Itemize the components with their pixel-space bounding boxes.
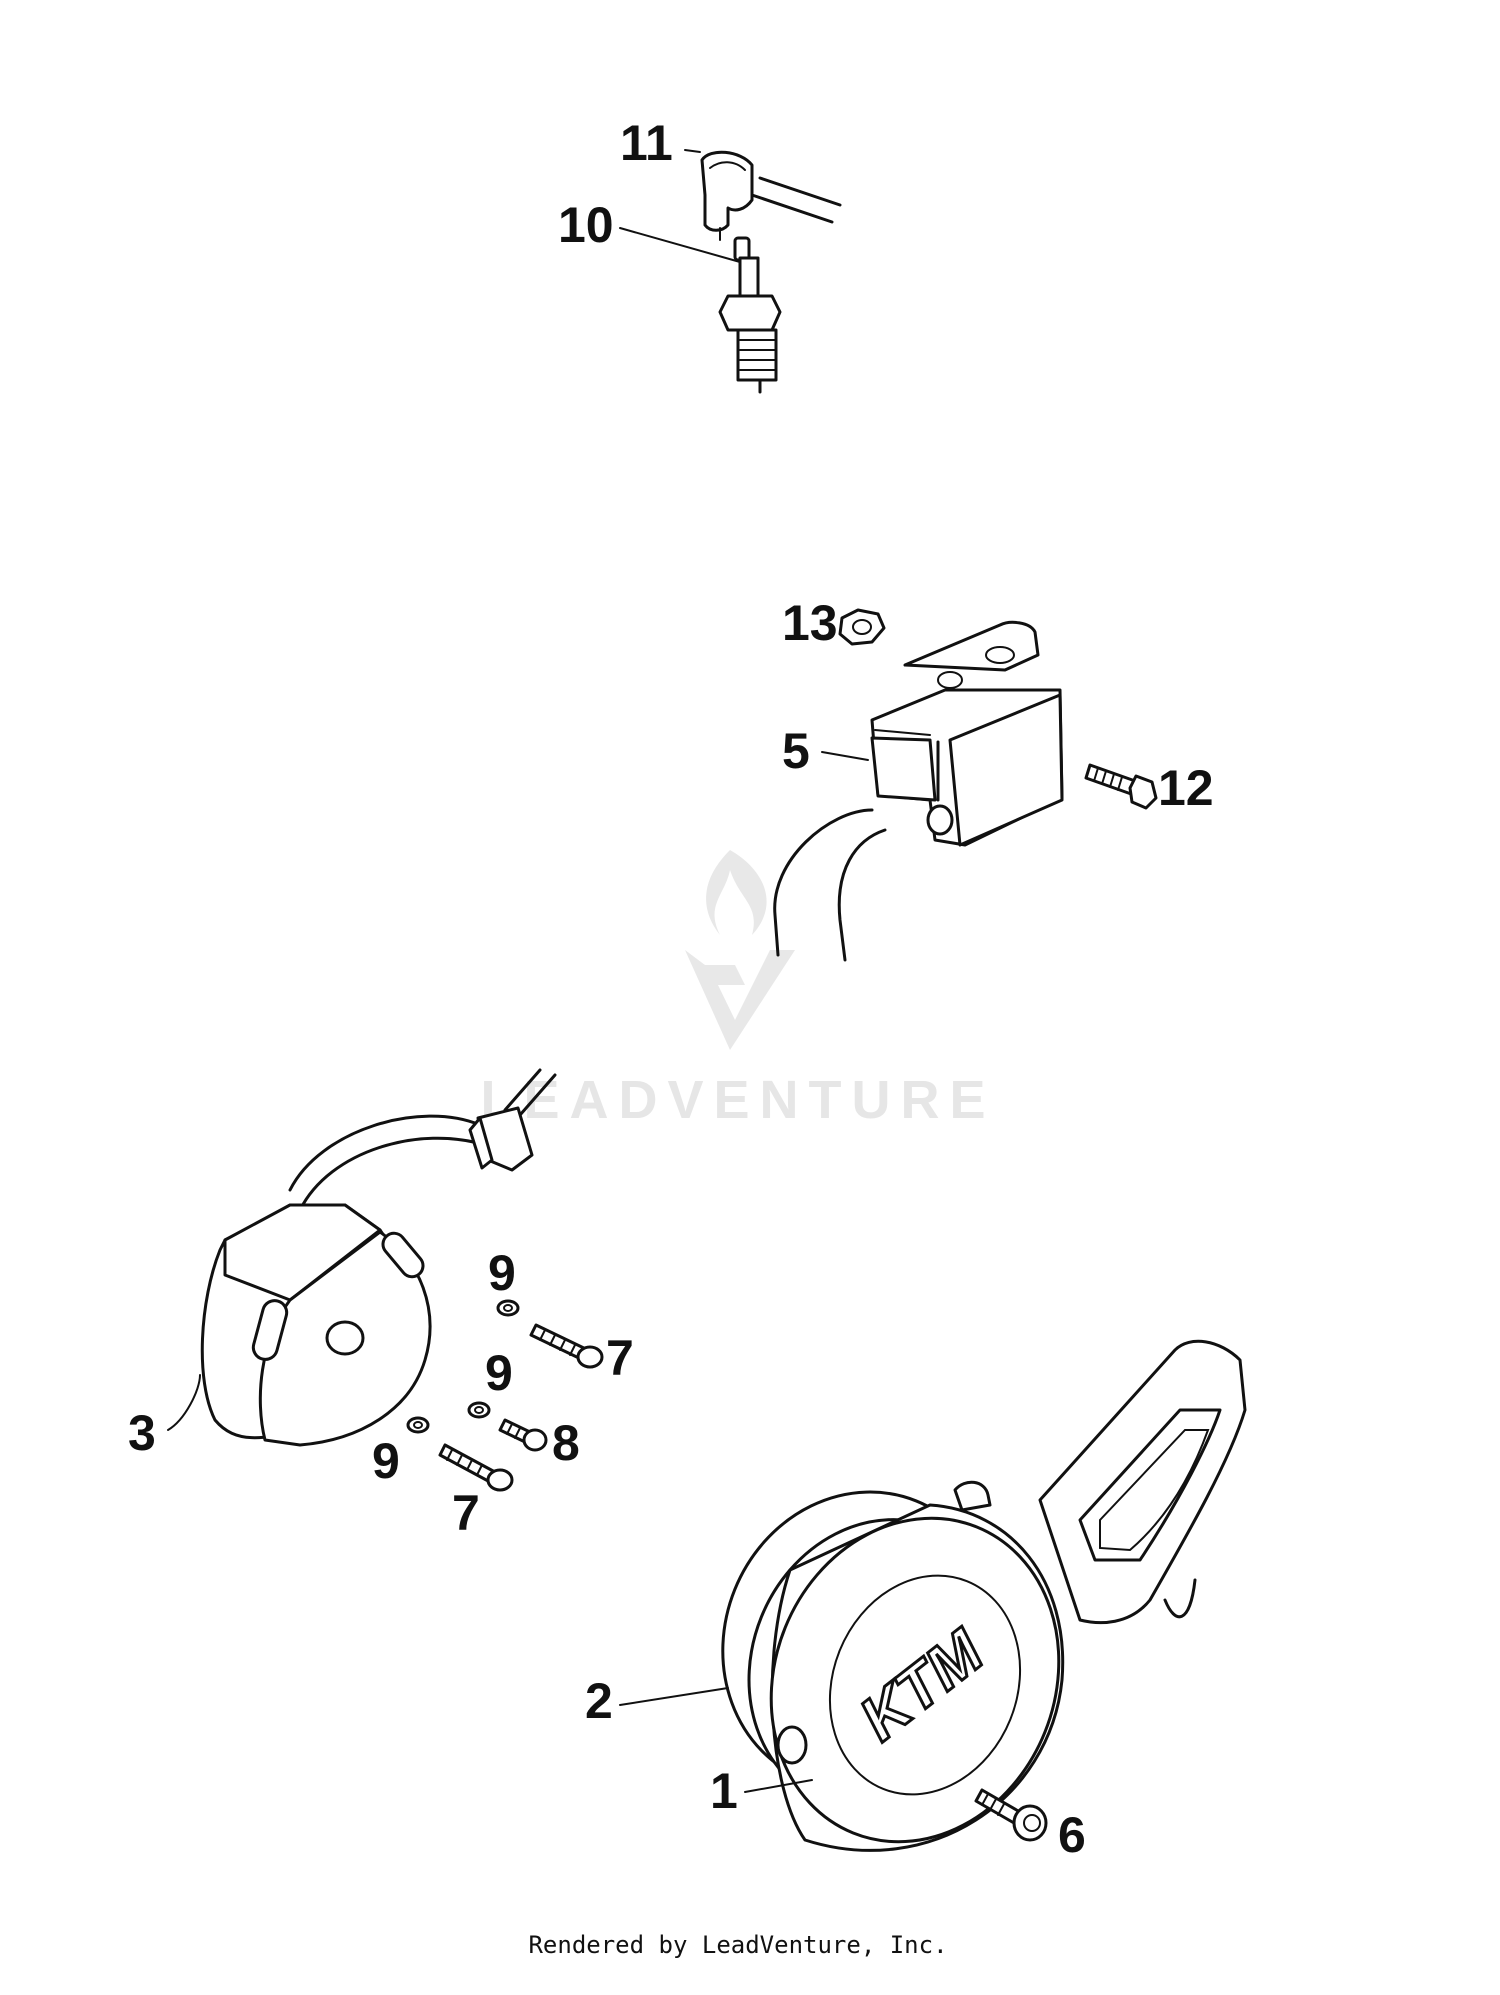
callout-2: 2 [585,1673,613,1729]
callout-11: 11 [620,115,673,171]
callout-10: 10 [558,197,614,253]
footer-credit: Rendered by LeadVenture, Inc. [528,1931,947,1959]
callout-3: 3 [128,1405,156,1461]
callout-9b: 9 [485,1345,513,1401]
callout-5: 5 [782,723,810,779]
watermark-brand: LEADVENTURE [480,1070,995,1130]
stator [200,1068,557,1447]
bolt-6 [974,1788,1048,1842]
callout-13: 13 [782,595,838,651]
hardware-group [406,1299,604,1492]
callout-9a: 9 [488,1245,516,1301]
watermark-flame-icon [706,850,767,935]
callout-1: 1 [710,1763,738,1819]
watermark-v-logo-icon [685,950,795,1050]
spark-plug [718,236,782,394]
callout-6: 6 [1058,1807,1086,1863]
watermark: LEADVENTURE [480,850,995,1130]
ignition-cover: KTM [721,1339,1247,1852]
callout-12: 12 [1158,760,1214,816]
callout-9c: 9 [372,1433,400,1489]
ignition-coil [773,620,1064,962]
nut [838,608,886,646]
bolt-12 [1084,763,1158,810]
callout-7a: 7 [606,1330,634,1386]
callout-7b: 7 [452,1485,480,1541]
spark-plug-boot [700,150,842,241]
callout-8: 8 [552,1415,580,1471]
